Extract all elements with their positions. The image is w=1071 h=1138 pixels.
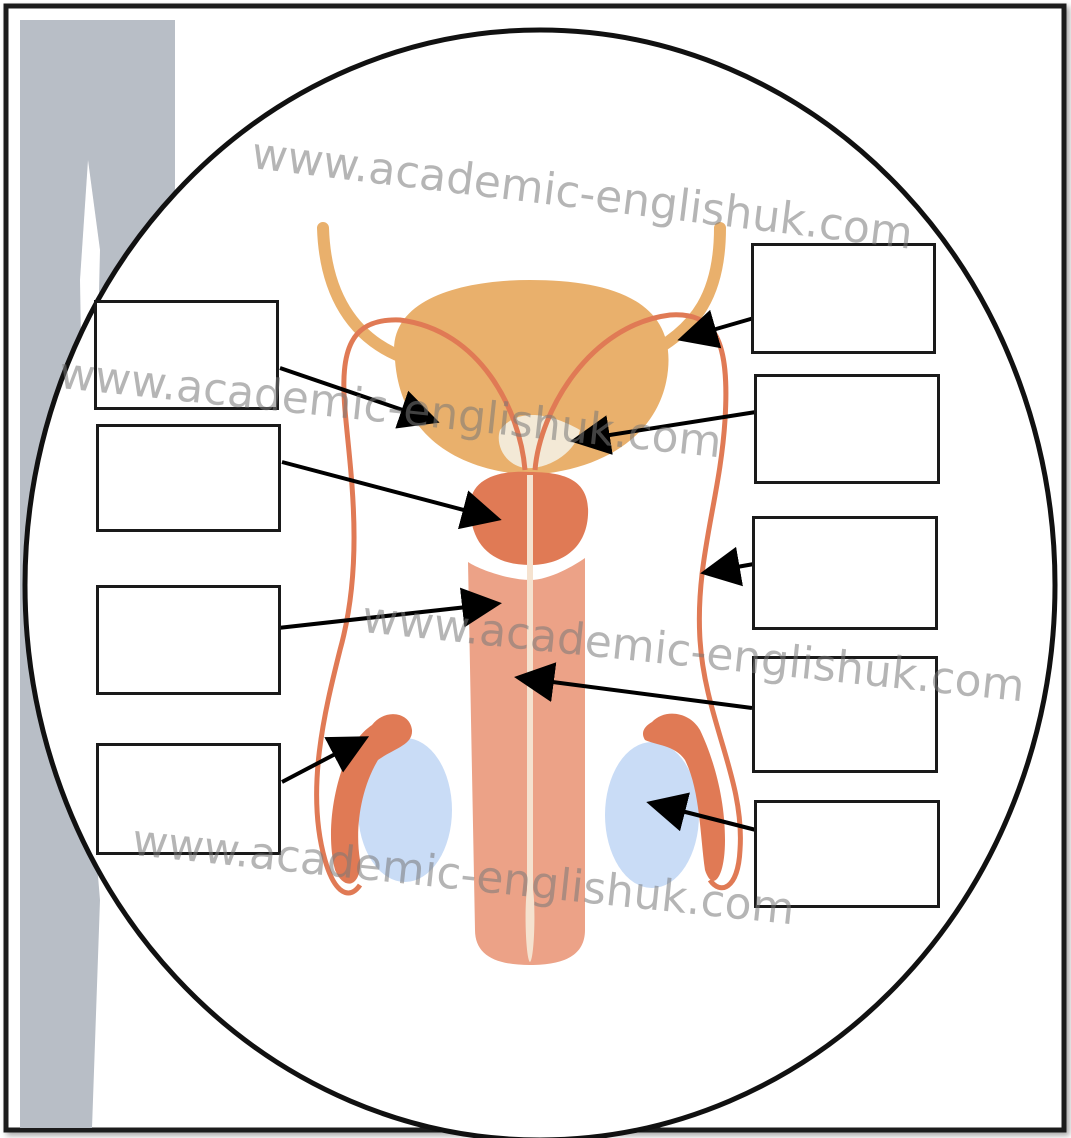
label-box-left-4[interactable] (96, 743, 281, 855)
testis-right (605, 742, 699, 888)
label-box-right-3[interactable] (752, 516, 938, 630)
label-box-right-5[interactable] (754, 800, 940, 908)
label-box-left-1[interactable] (94, 300, 279, 410)
label-box-right-2[interactable] (754, 374, 940, 484)
label-box-left-3[interactable] (96, 585, 281, 695)
label-box-right-1[interactable] (751, 243, 936, 354)
label-box-left-2[interactable] (96, 424, 281, 532)
label-box-right-4[interactable] (752, 656, 938, 773)
